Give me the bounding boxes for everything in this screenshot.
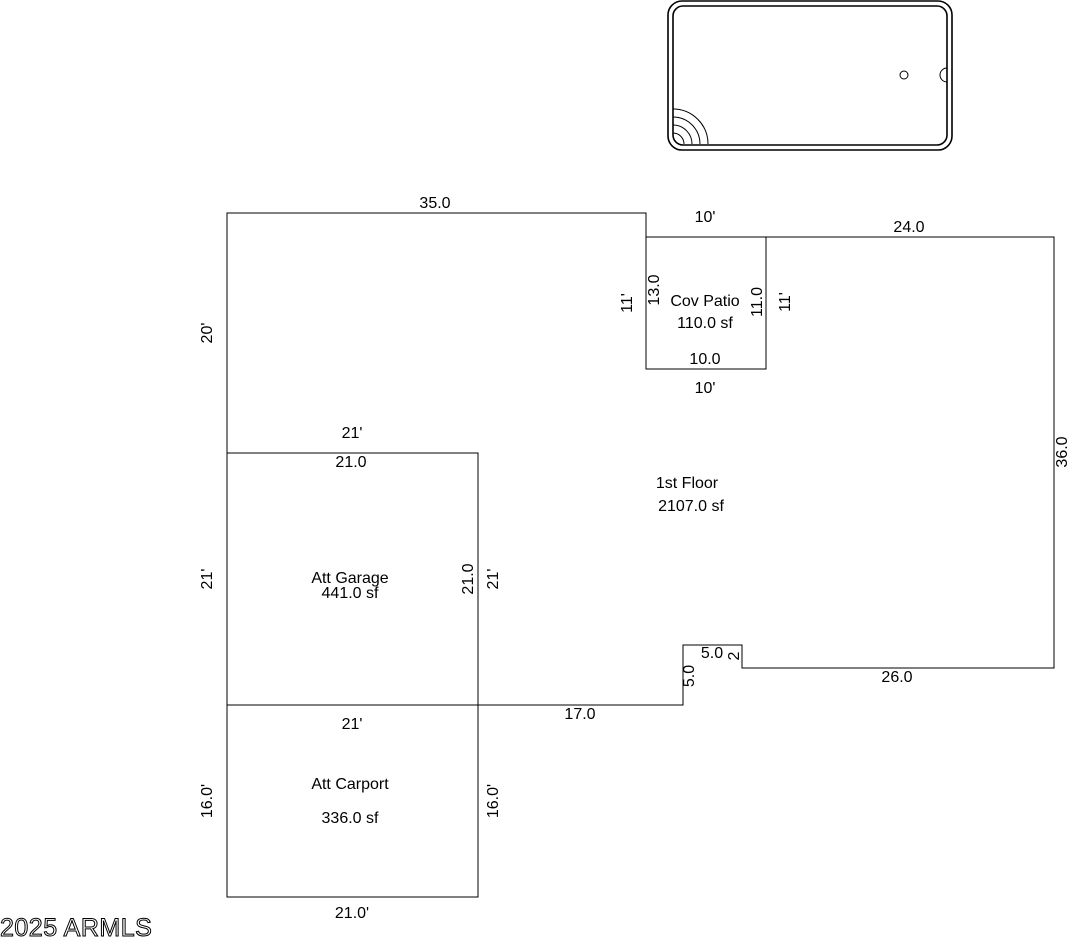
dim-patio-right-11: 11.0 [749, 287, 766, 317]
att-carport-area: 336.0 sf [322, 810, 379, 827]
dim-garage-left-ft: 21' [199, 569, 216, 590]
dim-carport-top-ft: 21' [342, 716, 363, 733]
dim-carport-bottom-21: 21.0' [335, 905, 369, 922]
dim-patio-bottom-ft: 10' [695, 380, 716, 397]
dim-patio-left-13: 13.0 [646, 274, 663, 305]
dim-patio-left-ft: 11' [619, 293, 636, 313]
first-floor-area: 2107.0 sf [658, 498, 724, 515]
cov-patio-area: 110.0 sf [677, 315, 733, 332]
dim-top-35: 35.0 [419, 195, 450, 212]
dim-carport-left-16: 16.0' [199, 784, 216, 818]
dim-patio-bottom-10: 10.0 [689, 351, 720, 368]
dim-bottom-17: 17.0 [564, 706, 595, 723]
att-garage-label: Att Garage [311, 570, 388, 587]
dim-garage-right-ft: 21' [485, 569, 502, 590]
att-carport-outline [226, 704, 479, 898]
dim-notch-5: 5.0 [701, 645, 723, 662]
dim-garage-top-21: 21.0 [335, 454, 366, 471]
att-garage-outline [227, 452, 479, 705]
dim-patio-top-ft: 10' [695, 209, 716, 226]
copyright-watermark: 2025 ARMLS [0, 914, 153, 943]
dim-top-24: 24.0 [893, 219, 924, 236]
pool-icon [667, 0, 953, 151]
dim-notch-2: 2 [726, 651, 743, 660]
dim-left-20: 20' [199, 323, 216, 344]
dim-garage-right-21: 21.0 [460, 563, 477, 594]
first-floor-outline [226, 212, 1055, 706]
cov-patio-outline [645, 236, 767, 370]
dim-notch-5-side: 5.0 [681, 665, 698, 687]
dim-right-36: 36.0 [1054, 436, 1068, 467]
dim-bottom-26: 26.0 [881, 669, 912, 686]
cov-patio-label: Cov Patio [670, 293, 739, 310]
dim-garage-top-ft: 21' [342, 425, 363, 442]
dim-patio-right-ft: 11' [777, 292, 794, 312]
first-floor-label: 1st Floor [656, 475, 719, 492]
att-garage-area: 441.0 sf [322, 585, 379, 602]
dim-carport-right-16: 16.0' [485, 784, 502, 818]
att-carport-label: Att Carport [311, 776, 389, 793]
